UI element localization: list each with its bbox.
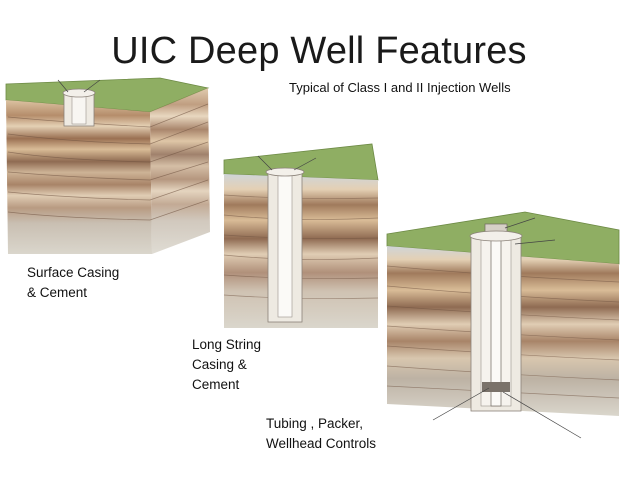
packer	[482, 382, 510, 392]
injection-tubing	[490, 229, 502, 407]
surface-casing-diagram	[5, 77, 210, 254]
long-string-caption: Long String Casing & Cement	[192, 337, 262, 392]
long-string-casing	[277, 171, 293, 318]
slide-title: UIC Deep Well Features	[111, 30, 527, 72]
tubing-caption: Tubing , Packer, Wellhead Controls	[266, 416, 377, 451]
tubing-packer-wellhead-diagram	[386, 211, 620, 439]
surface-casing-caption: Surface Casing & Cement	[27, 265, 120, 300]
slide-subtitle: Typical of Class I and II Injection Well…	[289, 80, 511, 95]
long-string-casing-diagram	[223, 143, 379, 328]
